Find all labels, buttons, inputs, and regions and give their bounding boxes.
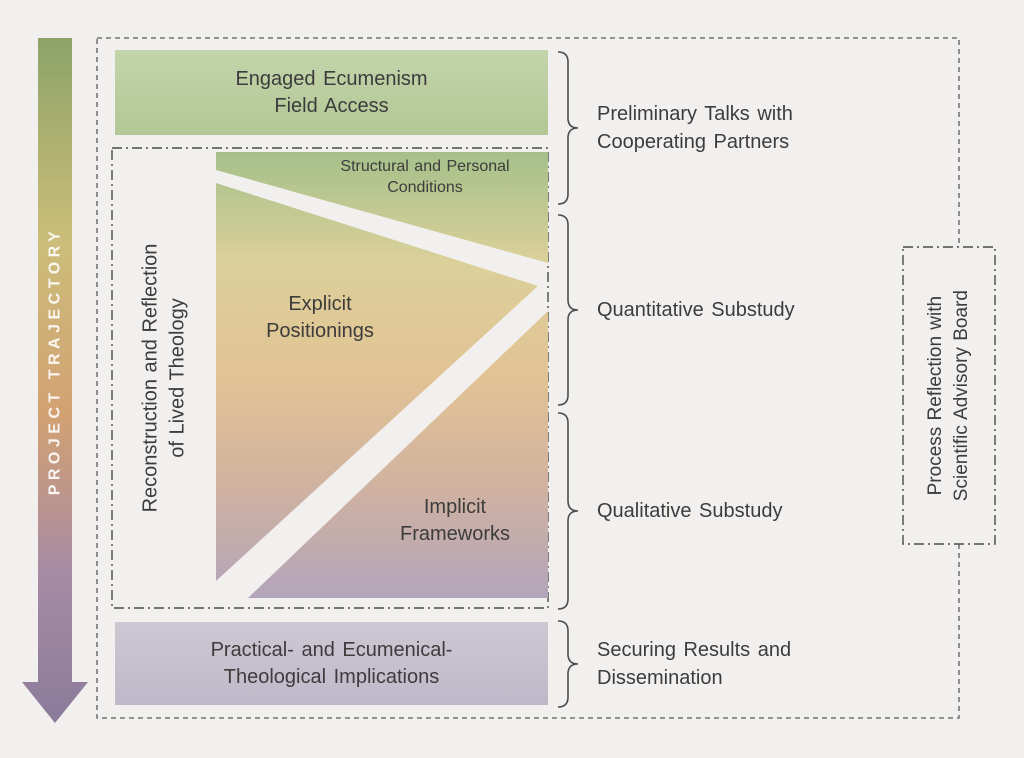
structural-line2: Conditions [387,178,463,196]
explicit-positionings-label: Explicit Positionings [240,291,400,345]
annotation-qualitative-substudy: Qualitative Substudy [597,497,782,525]
annotation-line: Cooperating Partners [597,131,790,154]
implications-line2: Theological Implications [223,665,440,688]
implications-line1: Practical- and Ecumenical- [210,638,453,661]
advisory-line2: Scientific Advisory Board [951,289,972,502]
structural-conditions-region [216,152,548,263]
lived-theology-side-label: Reconstruction and Reflection of Lived T… [114,150,214,606]
structural-conditions-label: Structural and Personal Conditions [305,157,545,199]
implicit-line1: Implicit [423,496,487,518]
implicit-frameworks-region [248,311,548,598]
lived-theology-line2: of Lived Theology [166,298,189,458]
lived-theology-line1: Reconstruction and Reflection [139,243,162,513]
annotation-line: Qualitative Substudy [597,500,783,522]
advisory-board-label: Process Reflection with Scientific Advis… [903,247,995,544]
explicit-line1: Explicit [288,293,352,315]
explicit-positionings-region [216,183,538,581]
project-trajectory-text: PROJECT TRAJECTORY [46,226,63,495]
brace-securing-results [557,620,579,708]
annotation-quantitative-substudy: Quantitative Substudy [597,296,795,324]
structural-line1: Structural and Personal [340,158,510,175]
project-trajectory-label: PROJECT TRAJECTORY [21,38,89,683]
annotation-securing-results: Securing Results and Dissemination [597,636,791,693]
field-access-line2: Field Access [274,94,389,117]
implications-box [115,622,548,705]
annotation-line: Securing Results and [597,639,792,661]
advisory-line1: Process Reflection with [925,295,947,496]
implications-label: Practical- and Ecumenical- Theological I… [115,622,548,705]
brace-quantitative-substudy [557,214,579,406]
field-access-line1: Engaged Ecumenism [235,67,428,90]
lived-theology-text: Reconstruction and Reflection of Lived T… [137,244,191,513]
advisory-board-text: Process Reflection with Scientific Advis… [923,290,974,501]
field-access-box [115,50,548,135]
annotation-line: Quantitative Substudy [597,299,795,321]
brace-qualitative-substudy [557,412,579,610]
implicit-line2: Frameworks [399,523,510,545]
explicit-line2: Positionings [266,320,374,342]
annotation-line: Dissemination [597,667,723,690]
annotation-preliminary-talks: Preliminary Talks with Cooperating Partn… [597,100,793,157]
implicit-frameworks-label: Implicit Frameworks [375,494,535,548]
annotation-line: Preliminary Talks with [597,103,793,125]
advisory-board-box [902,246,996,545]
brace-preliminary-talks [557,51,579,205]
trajectory-arrow [22,38,88,723]
field-access-label: Engaged Ecumenism Field Access [115,50,548,135]
